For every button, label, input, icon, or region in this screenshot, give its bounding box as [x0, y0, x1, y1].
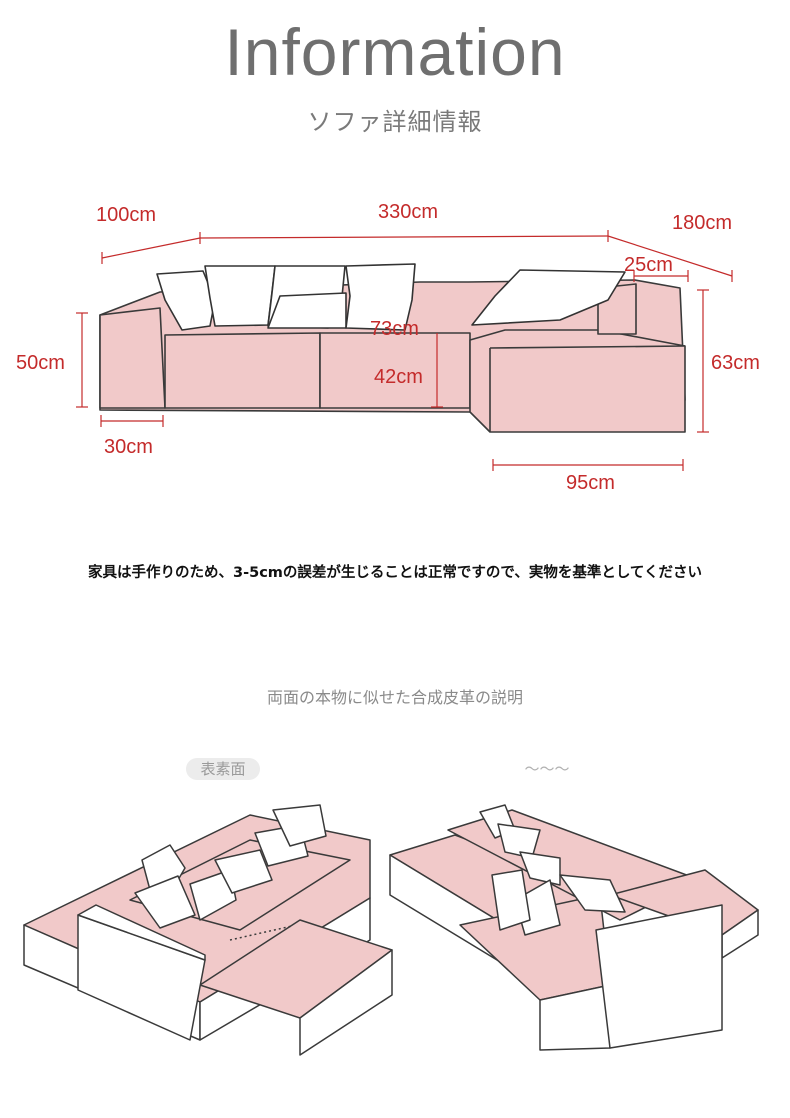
- pillow-5: [345, 263, 416, 331]
- right-view-badge: 〜〜〜: [524, 760, 570, 778]
- sofa-chaise: [469, 329, 686, 433]
- pillow-1: [156, 270, 216, 331]
- section-title: 両面の本物に似せた合成皮革の説明: [266, 688, 523, 707]
- dim-chaise-width: 95cm: [566, 472, 615, 494]
- page-subtitle: ソファ詳細情報: [307, 108, 483, 136]
- dim-width-left: 100cm: [96, 204, 157, 226]
- dim-seat-height-left: 50cm: [16, 352, 65, 374]
- pillow-6: [471, 269, 626, 326]
- dim-back-height: 73cm: [370, 318, 419, 340]
- dim-arm-width-left: 30cm: [104, 436, 153, 458]
- dim-arm-width-right: 25cm: [624, 254, 673, 276]
- dim-height-right: 63cm: [711, 352, 760, 374]
- dim-depth-chaise: 180cm: [672, 212, 733, 234]
- dim-width-total: 330cm: [378, 201, 439, 223]
- notice-text: 家具は手作りのため、3-5cmの誤差が生じることは正常ですので、実物を基準として…: [88, 565, 702, 581]
- left-view-badge: 表素面: [186, 758, 260, 780]
- sofa-view-right: [389, 804, 759, 1051]
- sofa-view-left: [23, 804, 393, 1056]
- page-title: Information: [224, 15, 566, 89]
- dim-seat-height: 42cm: [374, 366, 423, 388]
